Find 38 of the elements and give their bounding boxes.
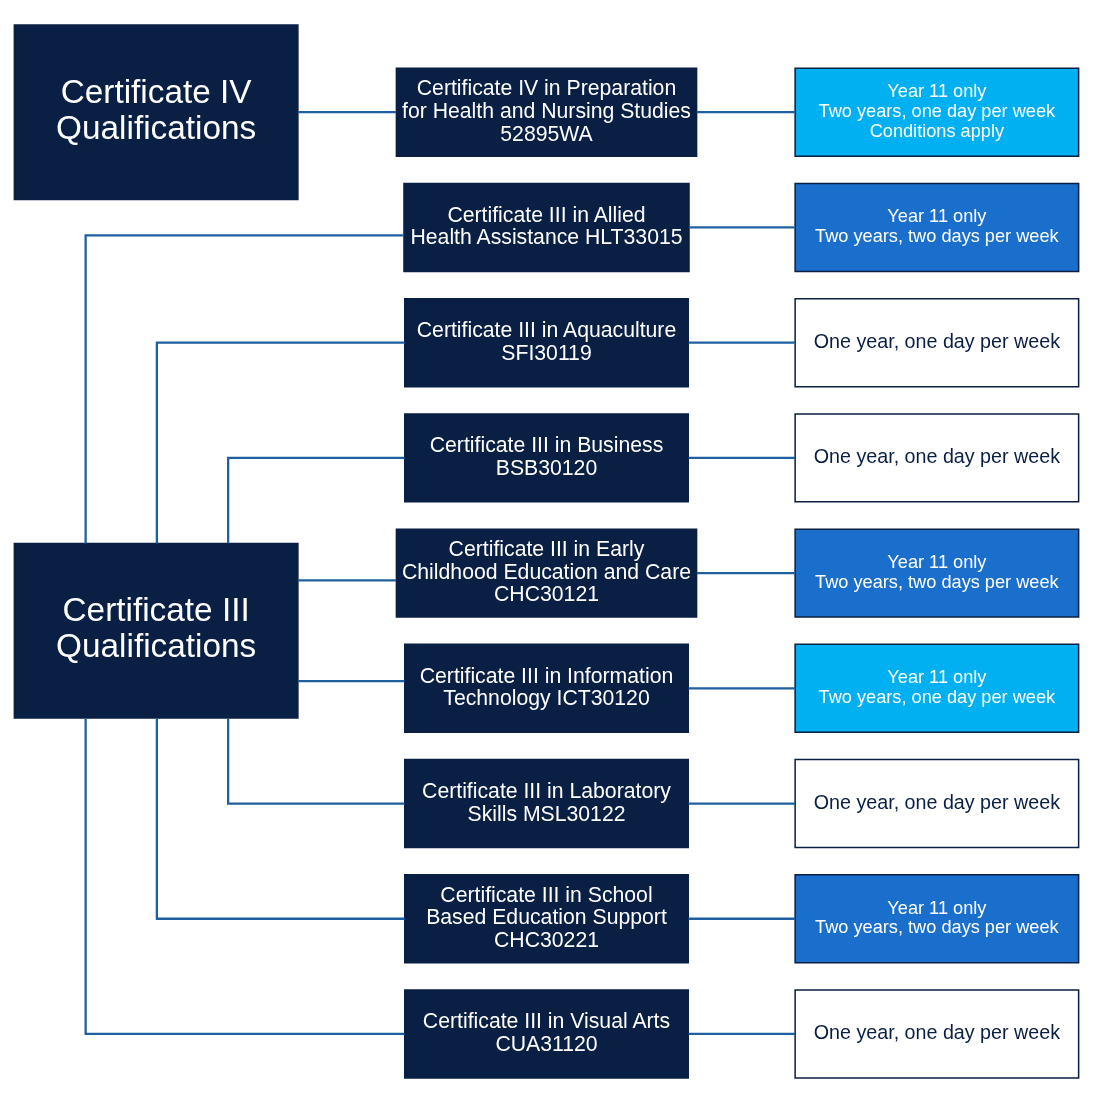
node-box: Certificate III in Early Childhood Education and Care CHC30121 [395,527,698,618]
node-box: Certificate III in Information Technology ICT30120 [404,643,689,733]
node-box: Certificate III in Visual Arts CUA31120 [404,988,689,1079]
connector [155,341,405,543]
connector [84,233,404,543]
connector [298,679,405,682]
connector [298,578,396,581]
connector [688,917,795,920]
node-box: One year, one day per week [794,412,1080,503]
node-box: One year, one day per week [794,988,1080,1079]
connector [155,717,405,920]
node-box: Certificate III in Allied Health Assistance HLT33015 [403,182,690,272]
connector [688,1032,795,1035]
connector [689,225,795,229]
connector [688,686,795,689]
connector [688,801,795,805]
connector [227,717,405,805]
connector [696,110,795,113]
node-box: Certificate IV Qualifications [13,23,299,200]
node-box: One year, one day per week [794,297,1080,387]
node-box: Certificate IV in Preparation for Health and Nursing Studies 52895WA [395,67,698,157]
node-box: One year, one day per week [794,758,1080,848]
node-box: Year 11 only Two years, two days per week [794,182,1080,272]
node-box: Certificate III in Aquaculture SFI30119 [404,297,689,387]
connector [298,110,396,113]
connector [688,456,795,459]
connector [696,571,795,574]
connector [84,717,405,1035]
node-box: Certificate III in Business BSB30120 [404,412,689,503]
node-box: Year 11 only Two years, two days per week [794,527,1080,618]
connector [688,341,795,344]
node-box: Year 11 only Two years, one day per week [794,643,1080,733]
node-box: Certificate III Qualifications [13,542,299,719]
node-box: Year 11 only Two years, two days per week [794,873,1080,963]
node-box: Certificate III in School Based Education Support CHC30221 [404,873,689,963]
node-box: Certificate III in Laboratory Skills MSL30122 [404,758,689,848]
connector [227,456,405,543]
node-box: Year 11 only Two years, one day per week Conditions apply [794,67,1080,157]
